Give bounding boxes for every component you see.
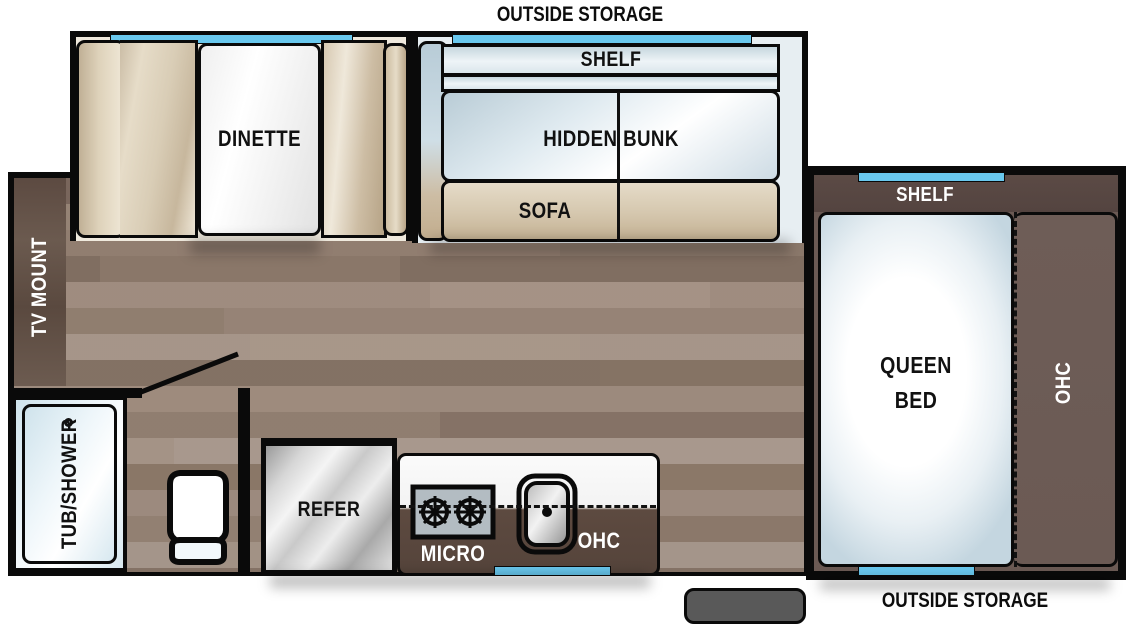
floor-plank — [440, 412, 804, 438]
sofa-divider — [617, 92, 620, 242]
floor-plank — [250, 334, 580, 360]
window-bedroom-bottom — [858, 566, 975, 576]
bedroom-ohc — [1014, 212, 1118, 567]
floor-plank — [600, 360, 804, 386]
cooktop-icon — [410, 484, 496, 540]
tv-mount-wall-panel — [14, 178, 66, 386]
dinette-table — [198, 43, 321, 236]
tub-shower-basin — [22, 404, 117, 564]
tub-drain-icon — [64, 418, 73, 427]
refer-shadow — [270, 574, 650, 588]
caption-top-outside-storage: OUTSIDE STORAGE — [496, 3, 664, 26]
wood-floor — [14, 178, 804, 572]
ohc-kitchen-dashline — [400, 505, 656, 508]
dinette-bench-left — [76, 40, 126, 238]
queen-bed — [818, 212, 1014, 567]
hidden-bunk — [441, 90, 780, 182]
sink-icon — [516, 473, 578, 555]
window-bedroom-top — [858, 172, 1005, 182]
floor-plank — [120, 386, 400, 412]
bathroom-partition-wall — [238, 388, 250, 576]
sofa-seat — [441, 180, 780, 242]
window-kitchen — [494, 566, 611, 576]
bedroom-ohc-dashline — [1014, 212, 1017, 567]
dinette-shadow — [190, 238, 320, 254]
dinette-bench-right — [321, 40, 387, 238]
bathroom-top-wall — [8, 388, 142, 398]
dinette-bench-left-back — [120, 40, 198, 238]
dinette-bench-right-edge — [383, 43, 409, 236]
floor-plank — [100, 256, 400, 282]
refer — [266, 446, 392, 570]
caption-bottom-outside-storage: OUTSIDE STORAGE — [881, 589, 1049, 612]
window-sofa-slide — [452, 34, 752, 44]
shelf-front-bar — [441, 44, 780, 76]
floor-plank — [430, 282, 710, 308]
toilet-icon — [167, 470, 229, 565]
entry-step — [684, 588, 806, 624]
sofa-shadow — [430, 240, 790, 254]
bathroom-door-swing-icon — [135, 351, 239, 397]
bedroom-shadow — [820, 578, 1110, 590]
